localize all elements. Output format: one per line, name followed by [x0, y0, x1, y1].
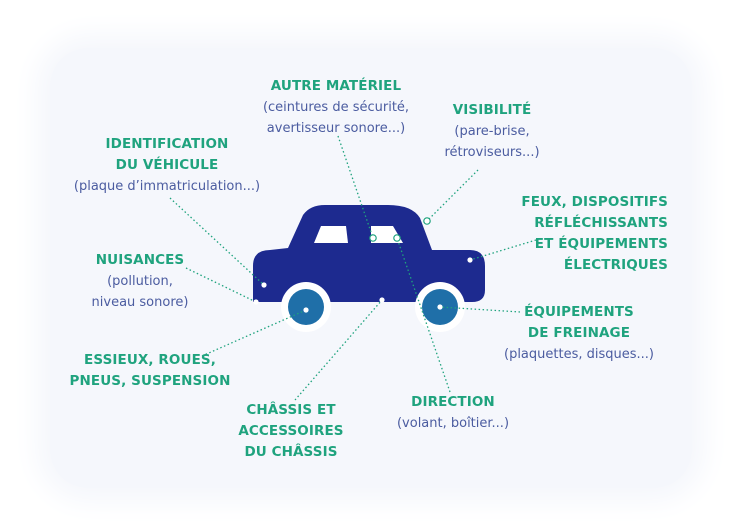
- marker-essieux: [303, 307, 309, 313]
- label-nuisances: NUISANCES (pollution, niveau sonore): [84, 250, 196, 313]
- label-title: ESSIEUX, ROUES,: [84, 352, 216, 368]
- label-identification: IDENTIFICATION DU VÉHICULE (plaque d’imm…: [60, 134, 274, 197]
- leader-freinage: [439, 306, 521, 313]
- marker-identification: [261, 282, 267, 288]
- label-subtitle: (pare-brise,: [454, 124, 530, 139]
- label-essieux: ESSIEUX, ROUES, PNEUS, SUSPENSION: [64, 350, 236, 392]
- leader-nuisances: [185, 267, 257, 303]
- label-direction: DIRECTION (volant, boîtier...): [382, 392, 524, 434]
- car-body: [253, 205, 485, 302]
- marker-nuisances: [253, 299, 259, 305]
- label-subtitle: (pollution,: [107, 274, 173, 289]
- label-title: FEUX, DISPOSITIFS: [521, 194, 668, 210]
- label-autre-materiel: AUTRE MATÉRIEL (ceintures de sécurité, a…: [236, 76, 436, 139]
- label-subtitle: (ceintures de sécurité,: [262, 100, 410, 115]
- label-title: DE FREINAGE: [527, 325, 631, 341]
- label-title: VISIBILITÉ: [452, 102, 532, 118]
- label-title: ÉQUIPEMENTS: [524, 304, 634, 320]
- front-wheel: [281, 282, 331, 332]
- label-title: AUTRE MATÉRIEL: [270, 78, 402, 94]
- label-title: CHÂSSIS ET: [246, 402, 336, 418]
- label-title: IDENTIFICATION: [105, 136, 229, 152]
- markers: [253, 217, 473, 313]
- label-title: ET ÉQUIPEMENTS: [534, 236, 668, 252]
- label-title: RÉFLÉCHISSANTS: [534, 215, 668, 231]
- label-title: ÉLECTRIQUES: [563, 257, 668, 273]
- car-front-window: [314, 226, 348, 243]
- label-subtitle: (plaquettes, disques...): [504, 347, 654, 362]
- leader-direction: [396, 237, 451, 393]
- label-subtitle: rétroviseurs...): [444, 145, 540, 160]
- label-title: NUISANCES: [95, 252, 185, 268]
- leader-feux: [469, 239, 537, 261]
- leader-identification: [169, 197, 265, 286]
- label-feux: FEUX, DISPOSITIFS RÉFLÉCHISSANTS ET ÉQUI…: [516, 192, 668, 276]
- label-chassis: CHÂSSIS ET ACCESSOIRES DU CHÂSSIS: [228, 400, 354, 463]
- label-subtitle: (volant, boîtier...): [396, 416, 510, 431]
- label-visibilite: VISIBILITÉ (pare-brise, rétroviseurs...): [432, 100, 552, 163]
- label-subtitle: niveau sonore): [91, 295, 189, 310]
- leader-visibilite: [426, 169, 479, 222]
- leader-essieux: [201, 309, 307, 357]
- label-title: DU CHÂSSIS: [244, 444, 338, 460]
- label-subtitle: avertisseur sonore...): [266, 121, 406, 136]
- label-title: DU VÉHICULE: [115, 157, 219, 173]
- label-title: PNEUS, SUSPENSION: [69, 373, 231, 389]
- label-freinage: ÉQUIPEMENTS DE FREINAGE (plaquettes, dis…: [494, 302, 664, 365]
- marker-direction: [393, 234, 401, 242]
- leader-lines: [169, 135, 537, 401]
- label-title: ACCESSOIRES: [238, 423, 344, 439]
- label-title: DIRECTION: [411, 394, 495, 410]
- marker-visibilite: [423, 217, 431, 225]
- marker-chassis: [379, 297, 385, 303]
- marker-freinage: [437, 304, 443, 310]
- marker-autre-materiel: [369, 234, 377, 242]
- label-subtitle: (plaque d’immatriculation...): [73, 179, 261, 194]
- marker-feux: [467, 257, 473, 263]
